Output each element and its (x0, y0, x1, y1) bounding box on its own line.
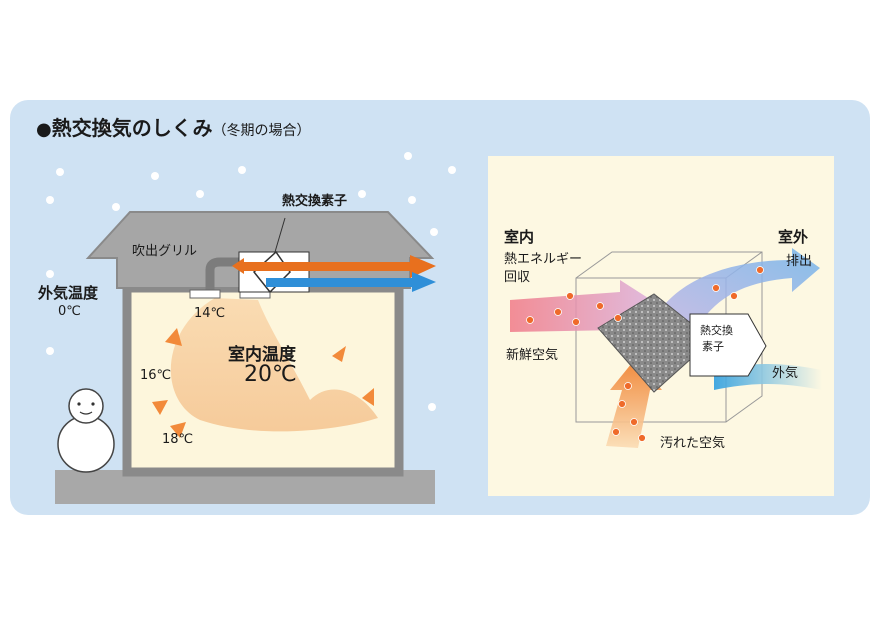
element-leader-line (274, 217, 286, 253)
indoor-label: 室内 (504, 228, 535, 246)
grille-temp: 14℃ (194, 306, 226, 321)
indoor-temp-label: 室内温度 (228, 345, 296, 365)
right-diagram (488, 156, 834, 496)
element-line1: 熱交換 (700, 324, 733, 337)
air-particles (526, 266, 764, 442)
title-bullet: ● (36, 119, 52, 140)
element-label: 熱交換素子 (282, 194, 348, 209)
diagram-panel: ●熱交換気のしくみ（冬期の場合） 吹出グリル 熱交換素子 外気温度 0℃ 14℃… (10, 100, 870, 515)
outside-air-label: 外気 (772, 366, 799, 381)
diagram-title: ●熱交換気のしくみ（冬期の場合） (36, 112, 311, 141)
exhaust-arrow (232, 255, 436, 278)
snowflakes (46, 123, 456, 411)
element-line2: 素子 (702, 340, 724, 353)
temp-18: 18℃ (162, 432, 194, 447)
grille (189, 289, 221, 299)
heat-recovery-line1: 熱エネルギー (504, 252, 583, 267)
fresh-air-label: 新鮮空気 (506, 348, 559, 363)
indoor-airflow (152, 298, 378, 438)
heat-recovery-line2: 回収 (504, 270, 531, 285)
title-sub: （冬期の場合） (212, 123, 311, 139)
grille-label: 吹出グリル (132, 244, 198, 259)
title-main: 熱交換気のしくみ (51, 116, 213, 140)
diagram-canvas (46, 123, 834, 504)
duct (205, 257, 242, 292)
outside-temp-value: 0℃ (58, 304, 81, 319)
snowman (57, 388, 115, 473)
outside-temp-label: 外気温度 (38, 284, 99, 302)
intake-arrow (266, 272, 436, 292)
dirty-air-label: 汚れた空気 (660, 436, 726, 451)
exhaust-label: 排出 (786, 254, 813, 269)
indoor-temp-value: 20℃ (244, 362, 297, 387)
temp-16: 16℃ (140, 368, 172, 383)
outdoor-label: 室外 (778, 228, 809, 246)
